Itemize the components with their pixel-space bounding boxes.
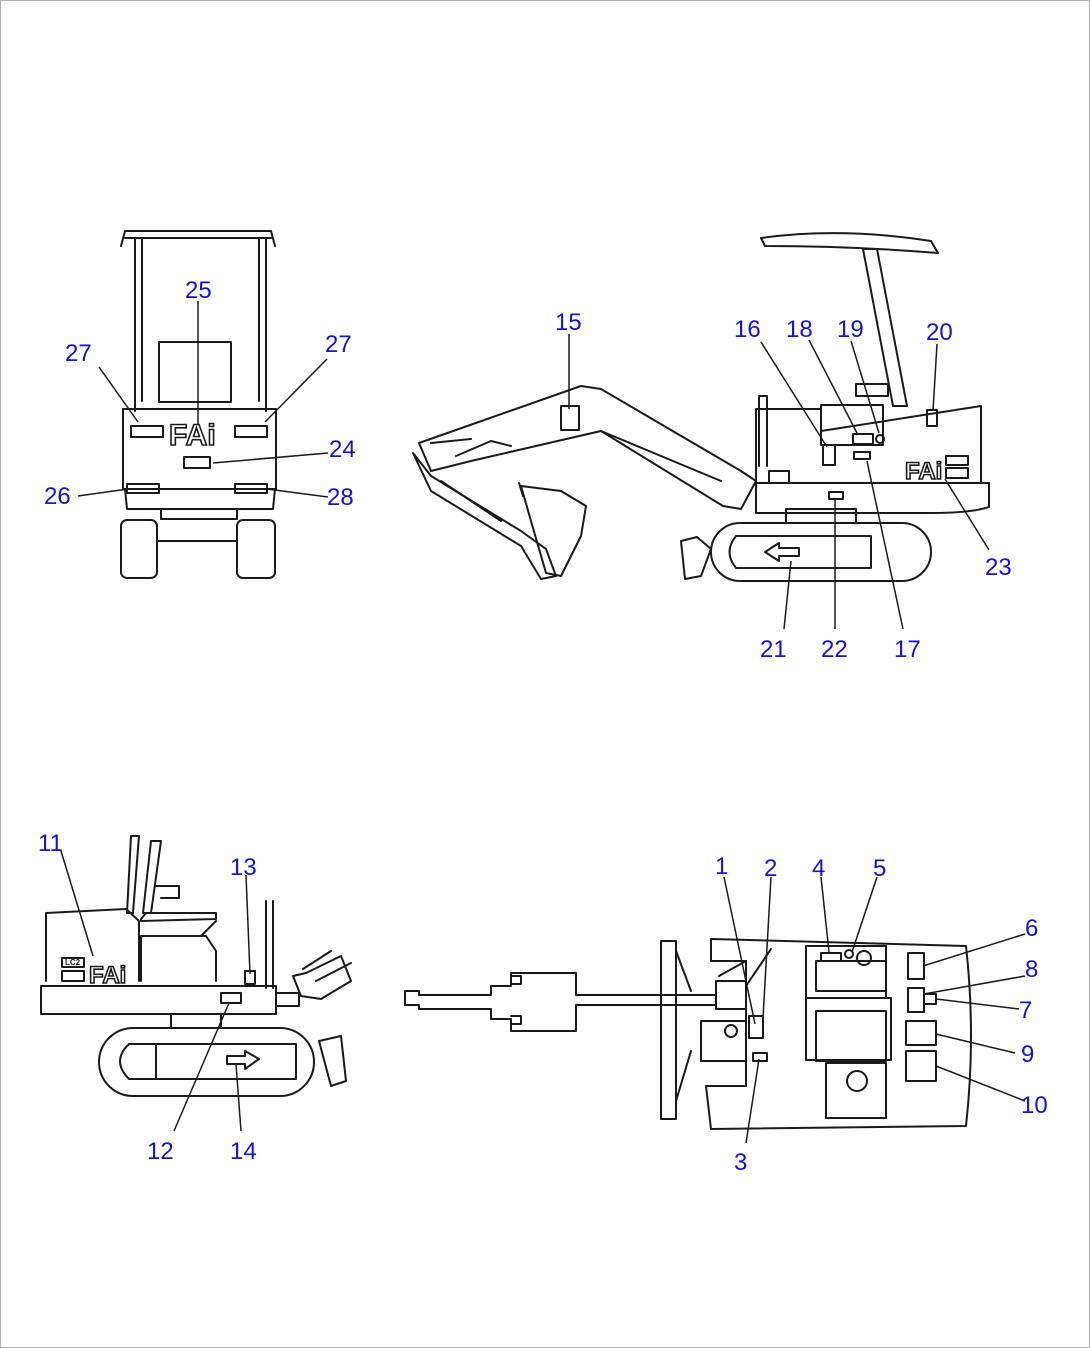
callout-1: 1 <box>715 853 728 880</box>
top-view-callouts: 1 2 4 5 6 8 7 9 10 3 <box>715 853 1048 1176</box>
callout-19: 19 <box>837 316 864 343</box>
callout-28: 28 <box>327 484 354 511</box>
callout-18: 18 <box>786 316 813 343</box>
callout-27-left: 27 <box>65 340 92 367</box>
callout-25: 25 <box>185 277 212 304</box>
callout-11: 11 <box>38 830 63 857</box>
callout-22: 22 <box>821 636 848 663</box>
callout-9: 9 <box>1021 1041 1034 1068</box>
side-view-callouts: 15 16 18 19 20 23 21 22 17 <box>555 309 1012 663</box>
callout-26: 26 <box>44 483 71 510</box>
callout-5: 5 <box>873 855 886 882</box>
callout-14: 14 <box>230 1138 257 1165</box>
callout-6: 6 <box>1025 915 1038 942</box>
callout-16: 16 <box>734 316 761 343</box>
front-brand-logo: FAi <box>169 419 216 452</box>
top-view-leaders <box>723 876 1026 1144</box>
rear-view-callouts: 11 13 12 14 <box>38 830 257 1165</box>
callout-8: 8 <box>1025 956 1038 983</box>
rear-badge: LC2 <box>65 958 81 967</box>
callout-17: 17 <box>894 636 921 663</box>
rear-view-machine: LC2 FAi <box>40 835 352 1097</box>
callout-2: 2 <box>764 855 777 882</box>
rear-view-leaders <box>60 850 251 1132</box>
callout-21: 21 <box>760 636 787 663</box>
callout-13: 13 <box>230 854 257 881</box>
callout-20: 20 <box>926 319 953 346</box>
front-view-leaders <box>77 301 329 498</box>
side-view-leaders <box>568 334 990 630</box>
callout-10: 10 <box>1021 1092 1048 1119</box>
callout-27-right: 27 <box>325 331 352 358</box>
front-view-machine: FAi <box>120 230 277 579</box>
callout-7: 7 <box>1019 997 1032 1024</box>
callout-3: 3 <box>734 1149 747 1176</box>
rear-brand-logo: FAi <box>89 962 126 989</box>
callout-4: 4 <box>812 855 825 882</box>
callout-24: 24 <box>329 436 356 463</box>
callout-15: 15 <box>555 309 582 336</box>
side-brand-logo: FAi <box>905 458 942 485</box>
front-view-callouts: 25 27 27 24 26 28 <box>44 277 356 511</box>
callout-12: 12 <box>147 1138 174 1165</box>
top-view-machine <box>404 938 972 1130</box>
callout-23: 23 <box>985 554 1012 581</box>
side-view-machine: FAi <box>412 232 990 582</box>
